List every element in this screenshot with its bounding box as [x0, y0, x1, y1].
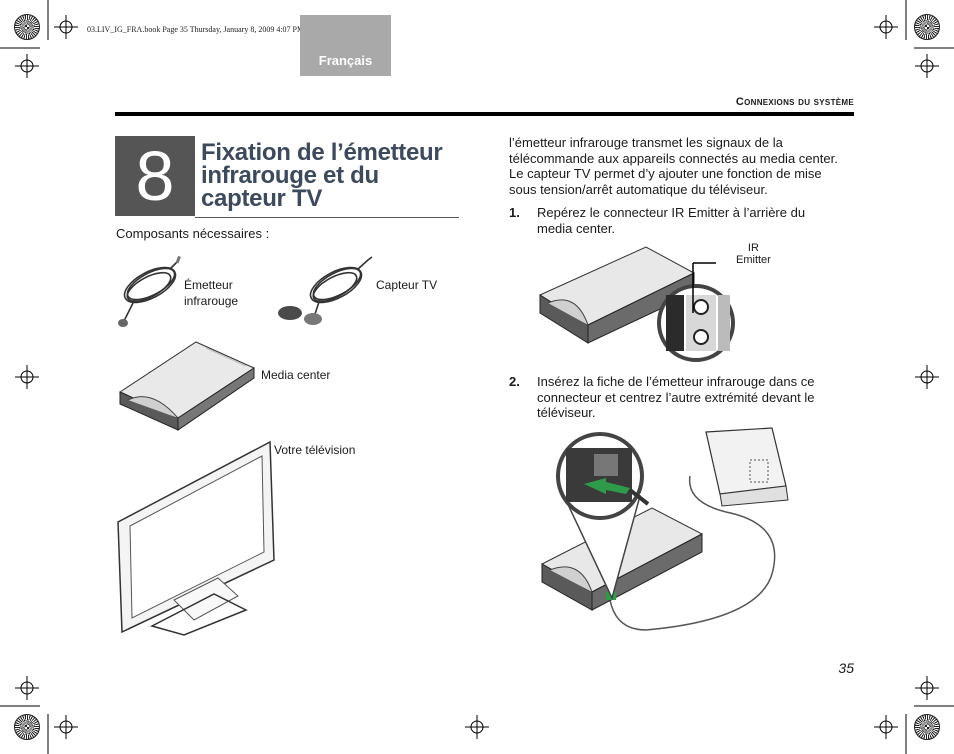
crosshair-icon	[874, 15, 898, 39]
ir-emitter-illustration	[118, 255, 181, 327]
step-1-text: Repérez le connecteur IR Emitter à l’arr…	[537, 205, 852, 236]
intro-paragraph: l’émetteur infrarouge transmet les signa…	[509, 135, 854, 197]
crosshair-icon	[15, 365, 39, 389]
media-center-label: Media center	[261, 368, 331, 382]
crosshair-icon	[915, 54, 939, 78]
step-2-line: connecteur et centrez l’autre extrémité …	[537, 389, 815, 405]
intro-line: télécommande aux appareils connectés au …	[509, 150, 838, 166]
media-center-illustration	[118, 341, 256, 431]
components-heading: Composants nécessaires :	[116, 226, 270, 241]
step-1-number: 1.	[509, 205, 520, 220]
crosshair-icon	[15, 54, 39, 78]
chapter-title-line: infrarouge et du	[201, 162, 379, 189]
intro-line: l’émetteur infrarouge transmet les signa…	[509, 135, 783, 150]
language-tab: Français	[300, 15, 391, 76]
ir-insertion-diagram	[540, 427, 789, 631]
callout-line: IR	[747, 242, 759, 254]
crosshair-icon	[54, 15, 78, 39]
step-2-line: téléviseur.	[537, 405, 596, 420]
emitter-label-line: infrarouge	[184, 294, 239, 308]
emitter-label: Émetteur infrarouge	[184, 277, 238, 309]
crosshair-icon	[15, 676, 39, 700]
crosshair-icon	[915, 365, 939, 389]
registration-starburst-icon	[14, 714, 40, 740]
title-underline	[195, 217, 459, 218]
step-2-line: Insérez la fiche de l’émetteur infraroug…	[537, 374, 815, 389]
header-rule	[115, 112, 854, 116]
crosshair-icon	[465, 715, 489, 739]
tv-sensor-label: Capteur TV	[376, 278, 438, 292]
step-1-line: media center.	[537, 220, 616, 236]
step-number: 8	[135, 137, 175, 215]
step-2-text: Insérez la fiche de l’émetteur infraroug…	[537, 374, 852, 421]
television-illustration	[117, 440, 275, 636]
step-2-number: 2.	[509, 374, 520, 389]
ir-emitter-callout: IR Emitter	[736, 242, 771, 266]
registration-starburst-icon	[914, 14, 940, 40]
emitter-label-line: Émetteur	[184, 278, 233, 292]
registration-starburst-icon	[914, 714, 940, 740]
registration-starburst-icon	[14, 14, 40, 40]
ir-connector-diagram	[538, 246, 735, 362]
crosshair-icon	[54, 715, 78, 739]
tv-sensor-illustration	[278, 256, 373, 325]
chapter-title: Fixation de l’émetteur infrarouge et du …	[201, 139, 461, 212]
book-header: 03.LIV_IG_FRA.book Page 35 Thursday, Jan…	[87, 25, 305, 34]
step-number-box: 8	[115, 136, 195, 216]
section-header: Connexions du système	[735, 96, 854, 108]
callout-line: Emitter	[736, 254, 771, 266]
page-number: 35	[838, 660, 854, 676]
chapter-title-line: Fixation de l’émetteur	[201, 139, 443, 166]
intro-line: sous tension/arrêt automatique du télévi…	[509, 181, 768, 197]
intro-line: Le capteur TV permet d’y ajouter une fon…	[509, 166, 822, 181]
step-1-line: Repérez le connecteur IR Emitter à l’arr…	[537, 205, 806, 220]
chapter-title-line: capteur TV	[201, 185, 323, 212]
crosshair-icon	[874, 715, 898, 739]
television-label: Votre télévision	[274, 443, 356, 457]
language-tab-label: Français	[318, 53, 373, 68]
crosshair-icon	[915, 676, 939, 700]
